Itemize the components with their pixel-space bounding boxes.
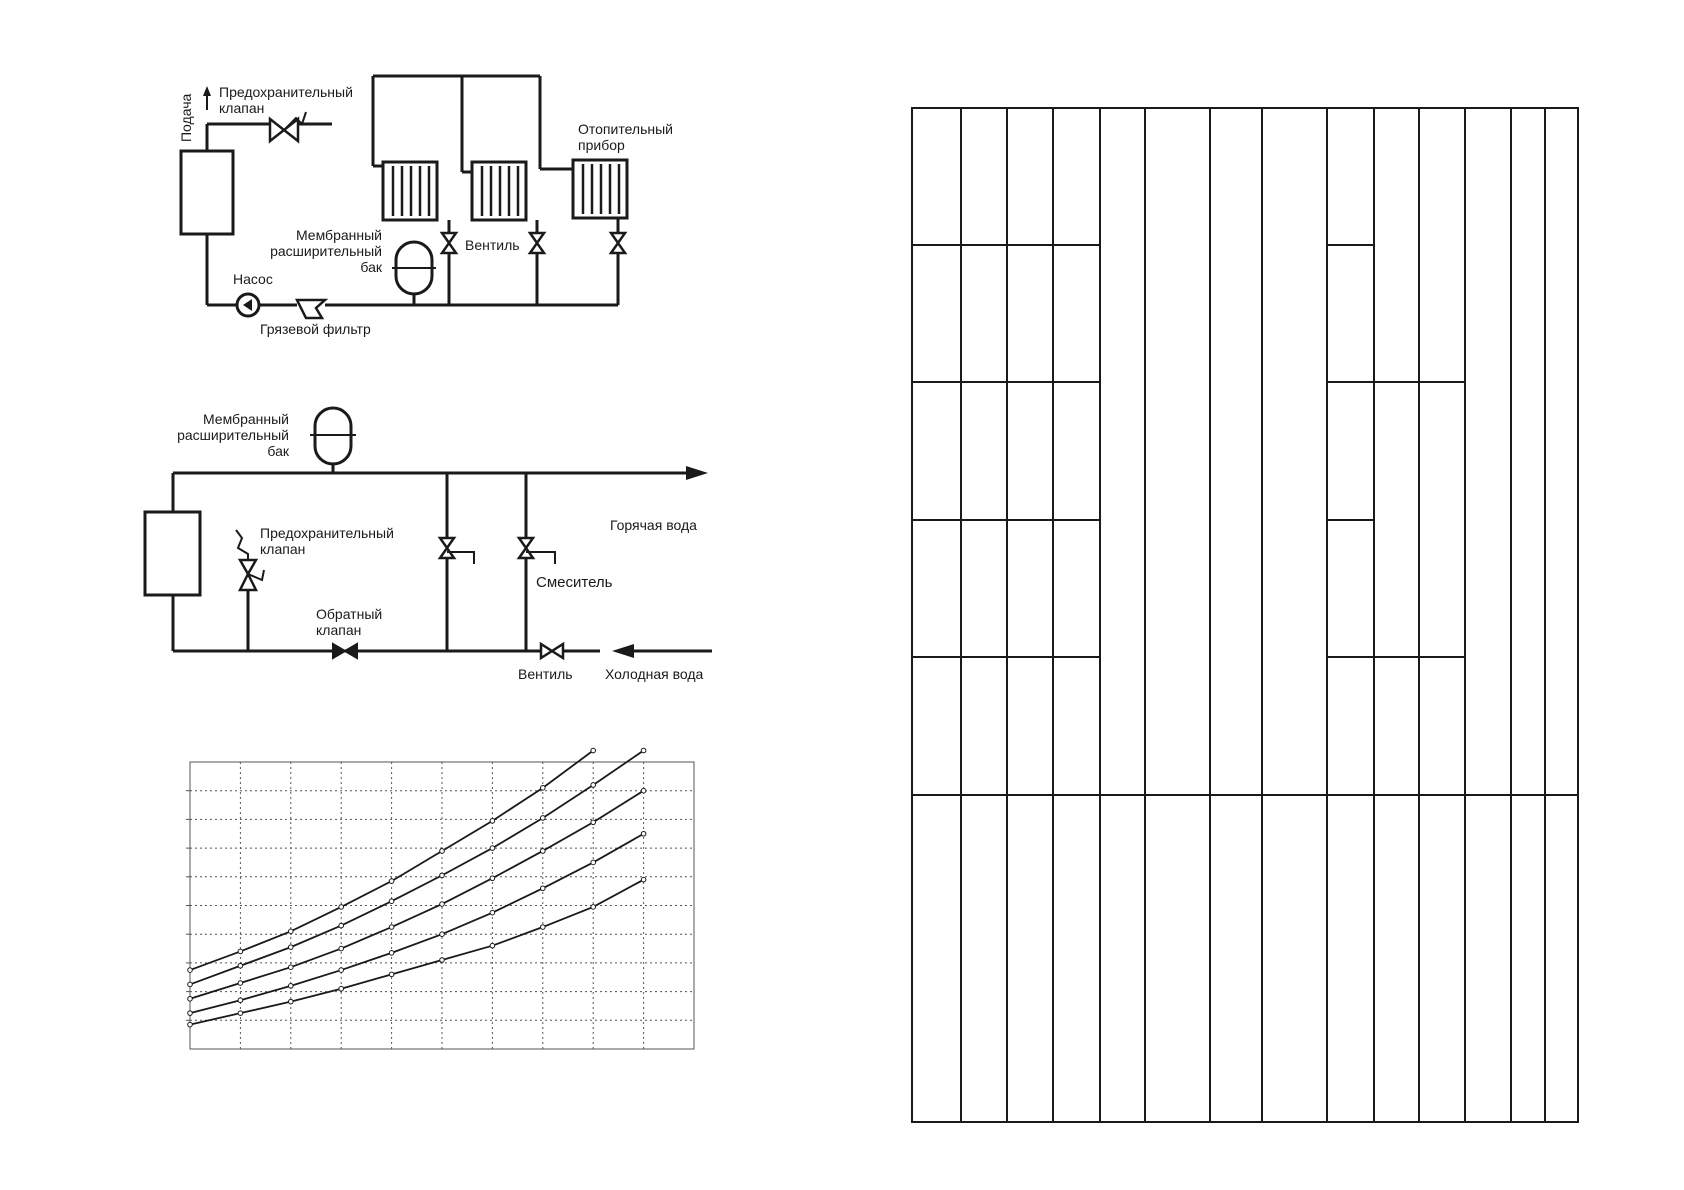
table-row-lines xyxy=(912,244,1578,796)
chart-point xyxy=(489,845,496,851)
table-column-lines xyxy=(960,108,1546,1122)
expansion-tank-icon xyxy=(310,406,356,466)
safety-valve-icon xyxy=(268,111,307,144)
radiator-1 xyxy=(381,160,439,222)
expansion-tank-icon xyxy=(392,240,436,296)
chart-point xyxy=(237,948,244,955)
valve-icon xyxy=(527,231,547,255)
chart-point xyxy=(640,830,647,837)
hot-water-arrow-icon xyxy=(686,466,708,480)
chart-point xyxy=(540,785,546,791)
chart-point xyxy=(338,967,345,973)
pump-label: Насос xyxy=(233,271,273,287)
chart-point xyxy=(439,848,445,854)
pump-icon xyxy=(235,292,261,318)
chart-point xyxy=(237,980,244,986)
chart-point xyxy=(388,924,395,930)
chart-point xyxy=(237,1010,244,1016)
radiator-3 xyxy=(571,158,629,220)
chart-point xyxy=(237,962,244,969)
boiler xyxy=(179,149,235,236)
tap-icon xyxy=(437,536,475,564)
valve-icon xyxy=(439,231,459,255)
valve-label: Вентиль xyxy=(518,666,573,682)
valve-icon xyxy=(539,641,565,661)
cold-water-label: Холодная вода xyxy=(605,666,704,682)
chart-point xyxy=(338,904,345,910)
supply-arrow-icon xyxy=(203,86,211,96)
cold-water-arrow-icon xyxy=(612,644,634,658)
safety-valve-icon xyxy=(235,529,265,592)
chart-point xyxy=(338,922,345,929)
chart-point xyxy=(590,782,597,788)
chart-point xyxy=(489,909,496,916)
chart-point xyxy=(439,957,445,963)
mixer-icon xyxy=(516,536,556,564)
chart-point xyxy=(640,876,647,883)
chart-point xyxy=(540,885,546,892)
chart-point xyxy=(388,971,395,978)
chart-point xyxy=(590,819,597,826)
valve-label: Вентиль xyxy=(465,237,520,253)
chart-point xyxy=(439,931,445,938)
radiator-2 xyxy=(470,160,528,222)
chart-point xyxy=(187,1010,193,1016)
chart-frame xyxy=(189,761,695,1050)
chart-point xyxy=(540,815,546,821)
chart-point xyxy=(187,995,193,1002)
supply-label: Подача xyxy=(178,94,194,142)
chart-point xyxy=(640,747,647,754)
chart-point xyxy=(590,904,597,910)
hot-water-label: Горячая вода xyxy=(610,517,697,533)
valve-icon xyxy=(608,231,628,255)
chart-point xyxy=(489,942,496,949)
table-merged-cells xyxy=(1101,109,1418,794)
chart-point xyxy=(439,872,445,879)
chart-point xyxy=(288,998,294,1005)
chart-point xyxy=(439,901,445,907)
performance-chart xyxy=(186,747,695,1050)
chart-series-line-5 xyxy=(189,878,645,1026)
chart-point xyxy=(187,1021,193,1028)
chart-point xyxy=(288,944,294,950)
chart-point xyxy=(590,747,597,754)
blank-table xyxy=(911,107,1579,1123)
chart-point xyxy=(338,945,345,952)
chart-point xyxy=(489,818,496,824)
chart-series-line-2 xyxy=(189,749,645,986)
chart-point xyxy=(489,875,496,882)
water-heater xyxy=(143,510,202,597)
check-valve-icon xyxy=(332,642,358,660)
mixer-label: Смеситель xyxy=(536,574,613,591)
chart-point xyxy=(590,859,597,866)
chart-point xyxy=(187,967,193,973)
chart-point xyxy=(540,924,546,930)
chart-series-line-3 xyxy=(189,789,645,1000)
chart-series-line-4 xyxy=(189,832,645,1014)
chart-point xyxy=(288,983,294,989)
filter-label: Грязевой фильтр xyxy=(260,321,371,337)
chart-point xyxy=(388,950,395,956)
chart-point xyxy=(388,878,395,884)
chart-point xyxy=(338,985,345,992)
chart-point xyxy=(540,848,546,854)
chart-point xyxy=(288,928,294,935)
chart-point xyxy=(288,964,294,971)
mud-filter-icon xyxy=(294,298,329,320)
chart-series-group xyxy=(187,747,647,1028)
chart-point xyxy=(187,981,193,988)
table-frame xyxy=(911,107,1579,1123)
chart-point xyxy=(640,787,647,794)
chart-point xyxy=(388,898,395,904)
chart-point xyxy=(237,997,244,1004)
